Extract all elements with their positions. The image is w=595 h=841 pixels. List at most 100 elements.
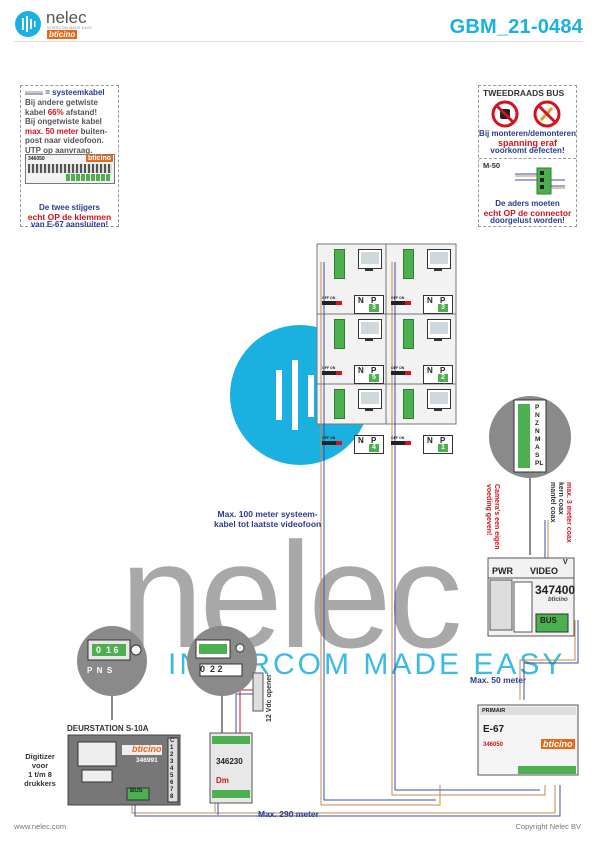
door-terminal: C xyxy=(170,738,175,744)
note-left-line-post: buiten- xyxy=(78,126,108,136)
note-right-footer-3: doorgelust worden! xyxy=(490,216,565,225)
magnifier-dimmer xyxy=(187,626,257,696)
max290-label: Max. 290 meter xyxy=(258,809,319,819)
header-divider xyxy=(14,41,583,42)
note-left-line: Bij ongetwiste kabel xyxy=(25,117,102,126)
video-pwr-label: PWR xyxy=(492,566,513,576)
note-right-footer-1: De aders moeten xyxy=(495,199,560,208)
monitor-connector-icon xyxy=(334,319,345,349)
footer-website[interactable]: www.nelec.com xyxy=(14,822,67,831)
nelec-logo: nelec INTERCOM MADE EASY bticino xyxy=(14,8,124,39)
note-left-line: Bij andere getwiste xyxy=(25,98,98,107)
door-terminal: 1 xyxy=(170,745,174,751)
video-v-label: V xyxy=(563,559,568,566)
no-screwdriver-icon xyxy=(533,100,561,128)
video-terminal: M xyxy=(535,436,541,443)
monitor-screen-icon xyxy=(427,249,451,269)
monitor-n: N xyxy=(427,436,433,445)
e67-code: 346050 xyxy=(483,742,504,748)
digitizer-line-2: voor xyxy=(31,761,49,770)
monitor-p: P xyxy=(440,296,446,305)
monitor-unit: OFF ON N P 1 xyxy=(387,385,455,454)
module-connectors xyxy=(66,174,110,181)
note-right-footer-2: echt OP de connector xyxy=(483,207,572,218)
video-video-label: VIDEO xyxy=(530,566,559,576)
coax-note-2: kern coax xyxy=(557,482,564,515)
magnifier-door-display: 0 1 6 xyxy=(96,645,119,655)
brand-name: nelec xyxy=(46,8,87,27)
note-right-text: Bij monteren/demonteren spanning eraf vo… xyxy=(479,129,576,156)
legend-label: = systeemkabel xyxy=(45,88,105,97)
monitor-terminal-box: N P 1 xyxy=(423,435,453,454)
monitor-terminal-box: N P 3 xyxy=(423,295,453,314)
note-right: TWEEDRAADS BUS Bij monteren/demonteren s… xyxy=(478,85,577,227)
video-code: 347400 xyxy=(535,583,576,597)
magnifier-door-terms: P N S xyxy=(87,666,113,675)
camera-note-1: Camera's een eigen xyxy=(493,484,500,550)
monitor-connector-icon xyxy=(334,389,345,419)
monitor-switch-label: OFF ON xyxy=(322,296,336,300)
partner-brand: bticino xyxy=(47,30,78,39)
camera-note: Camera's een eigen voeding geven! xyxy=(484,484,500,549)
note-left-footer-3: van E-67 aansluiten! xyxy=(30,220,109,229)
monitor-p: P xyxy=(371,436,377,445)
monitor-p: P xyxy=(440,366,446,375)
monitor-p: P xyxy=(371,366,377,375)
module-terminals xyxy=(28,164,112,173)
monitor-screen-icon xyxy=(427,319,451,339)
note-left-line-post: afstand! xyxy=(63,107,98,117)
video-terminal: Z xyxy=(535,420,539,427)
door-terminal: 5 xyxy=(170,773,174,779)
monitor-n: N xyxy=(427,296,433,305)
monitor-number: 1 xyxy=(438,444,448,452)
camera-note-2: voeding geven! xyxy=(485,484,492,536)
coax-note-3: mantel coax xyxy=(549,482,556,523)
monitor-number: 3 xyxy=(438,304,448,312)
max100-line-2: kabel tot laatste videofoon xyxy=(214,519,322,529)
note-right-line-2: spanning eraf xyxy=(497,137,557,148)
monitor-connector-icon xyxy=(334,249,345,279)
coax-note-1: max. 3 meter coax xyxy=(565,482,572,543)
monitor-stand-icon xyxy=(434,408,442,411)
max100-line-1: Max. 100 meter systeem- xyxy=(217,509,318,519)
monitor-connector-icon xyxy=(403,249,414,279)
m50-code: M-50 xyxy=(483,161,501,170)
note-left-line: max. 50 meter buiten- xyxy=(25,127,117,137)
monitor-connector-icon xyxy=(403,319,414,349)
system-cable-icon xyxy=(25,91,43,95)
monitor-connector-icon xyxy=(403,389,414,419)
monitor-n: N xyxy=(358,436,364,445)
monitor-screen-icon xyxy=(358,249,382,269)
monitor-stand-icon xyxy=(365,408,373,411)
e67-brand: bticino xyxy=(541,739,575,749)
note-left-footer: De twee stijgers echt OP de klemmen van … xyxy=(21,203,118,230)
monitor-switch-label: OFF ON xyxy=(391,366,405,370)
monitor-unit: OFF ON N P 5 xyxy=(318,315,386,384)
door-terminal: 4 xyxy=(170,766,174,772)
monitor-unit: OFF ON N P 4 xyxy=(318,385,386,454)
monitor-switch: OFF ON xyxy=(391,436,411,445)
monitor-switch: OFF ON xyxy=(322,366,342,375)
monitor-number: 4 xyxy=(369,444,379,452)
note-right-divider xyxy=(479,158,576,159)
monitor-switch: OFF ON xyxy=(322,296,342,305)
monitor-number: 5 xyxy=(369,374,379,382)
monitor-terminal-box: N P 3 xyxy=(354,295,384,314)
e67-primair: PRIMAIR xyxy=(482,708,506,714)
monitor-terminal-box: N P 2 xyxy=(423,365,453,384)
doc-code: GBM_21-0484 xyxy=(449,16,583,38)
door-terminal: 7 xyxy=(170,787,174,793)
magnifier-dimmer-display: 0 2 2 xyxy=(200,664,223,674)
monitor-switch: OFF ON xyxy=(391,296,411,305)
monitor-screen-icon xyxy=(427,389,451,409)
door-station-title: DEURSTATION S-10A xyxy=(67,724,149,733)
m50-connector-icon xyxy=(515,167,565,195)
e67-label: E-67 xyxy=(483,724,505,735)
monitor-switch-label: OFF ON xyxy=(391,436,405,440)
monitor-n: N xyxy=(427,366,433,375)
digitizer-label: Digitizer voor 1 t/m 8 drukkers xyxy=(18,752,62,788)
video-terminal: PL xyxy=(535,460,544,467)
note-left-footer-1: De twee stijgers xyxy=(39,203,100,212)
video-terminal: N xyxy=(535,428,540,435)
